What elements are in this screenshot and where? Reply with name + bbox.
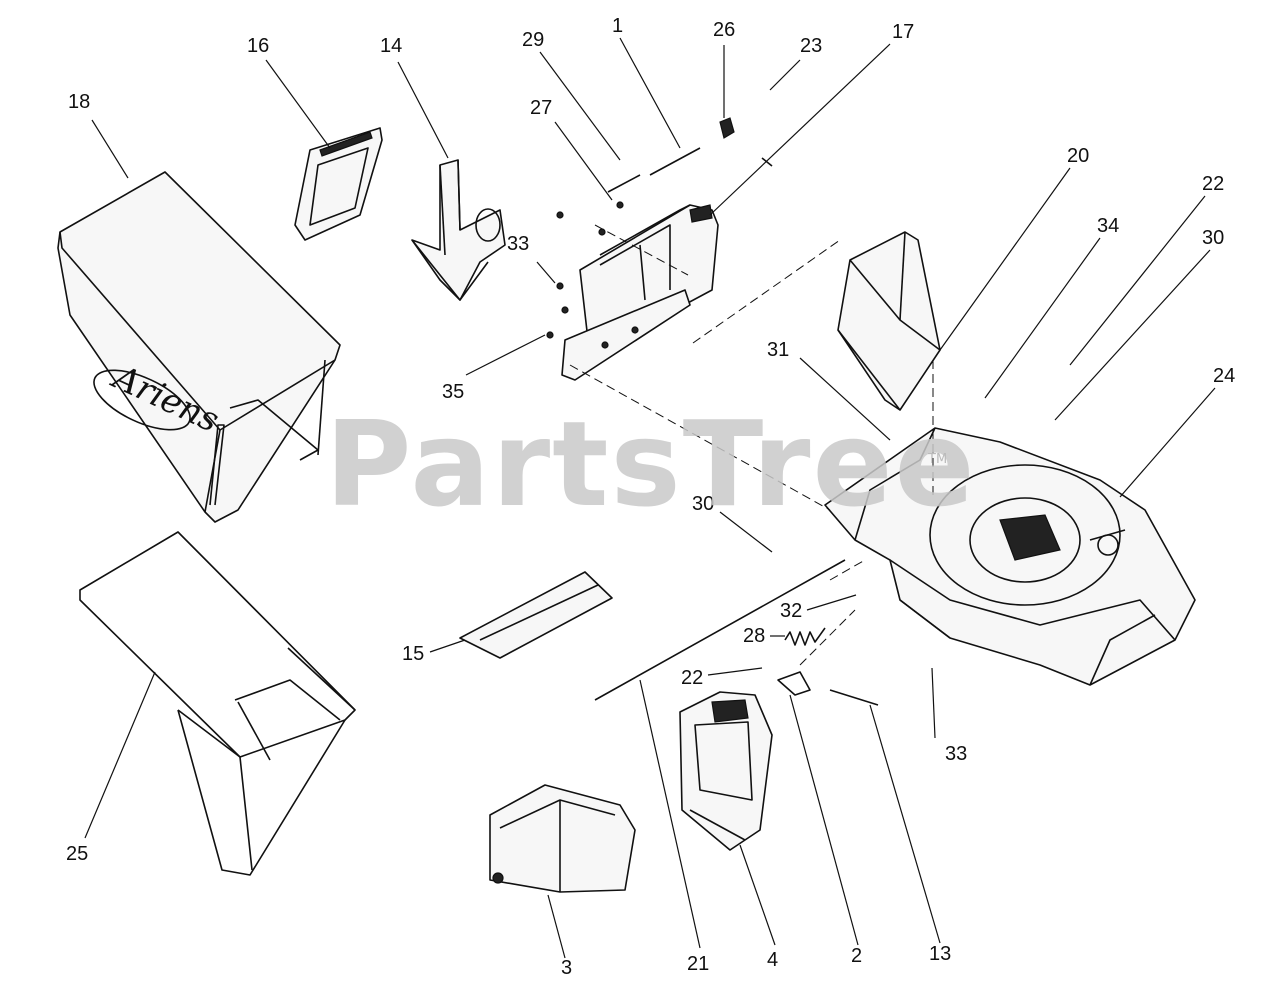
rear-chute	[837, 231, 941, 411]
hardware-top	[546, 117, 773, 339]
bag-frame	[79, 531, 356, 876]
callout-14: 14	[380, 35, 402, 57]
grass-bag: Ariens	[57, 171, 341, 523]
callout-20: 20	[1067, 145, 1089, 167]
callout-22-top: 22	[1202, 173, 1224, 195]
latch	[777, 671, 811, 696]
callout-27: 27	[530, 97, 552, 119]
spring	[784, 627, 826, 646]
rear-door-bracket	[561, 204, 719, 381]
callout-28: 28	[743, 625, 765, 647]
callout-17: 17	[892, 21, 914, 43]
callout-32: 32	[780, 600, 802, 622]
callout-31: 31	[767, 339, 789, 361]
callout-15: 15	[402, 643, 424, 665]
callout-35: 35	[442, 381, 464, 403]
callout-18: 18	[68, 91, 90, 113]
callout-labels: 18 16 14 29 1 26 23 17 27 33 35 20 34 22…	[66, 15, 1235, 979]
callout-30-top: 30	[1202, 227, 1224, 249]
hinge-plate	[459, 571, 613, 659]
callout-34: 34	[1097, 215, 1119, 237]
callout-3: 3	[561, 957, 572, 979]
callout-23: 23	[800, 35, 822, 57]
callout-29: 29	[522, 29, 544, 51]
callout-24: 24	[1213, 365, 1235, 387]
mulch-plug	[489, 784, 636, 893]
callout-16: 16	[247, 35, 269, 57]
rear-flap	[679, 691, 773, 851]
callout-2: 2	[851, 945, 862, 967]
callout-1: 1	[612, 15, 623, 37]
callout-30-mid: 30	[692, 493, 714, 515]
callout-21: 21	[687, 953, 709, 975]
leader-lines	[84, 37, 1216, 959]
callout-4: 4	[767, 949, 778, 971]
callout-33-top: 33	[507, 233, 529, 255]
mower-deck	[824, 427, 1196, 686]
watermark-trademark: TM	[928, 452, 948, 467]
callout-13: 13	[929, 943, 951, 965]
callout-26: 26	[713, 19, 735, 41]
callout-22-mid: 22	[681, 667, 703, 689]
pin	[829, 689, 879, 706]
callout-33-bottom: 33	[945, 743, 967, 765]
assembly-lines	[569, 224, 934, 666]
callout-25: 25	[66, 843, 88, 865]
hinge-rod	[594, 559, 846, 701]
bag-door	[294, 127, 383, 241]
chute-deflector	[411, 159, 506, 301]
